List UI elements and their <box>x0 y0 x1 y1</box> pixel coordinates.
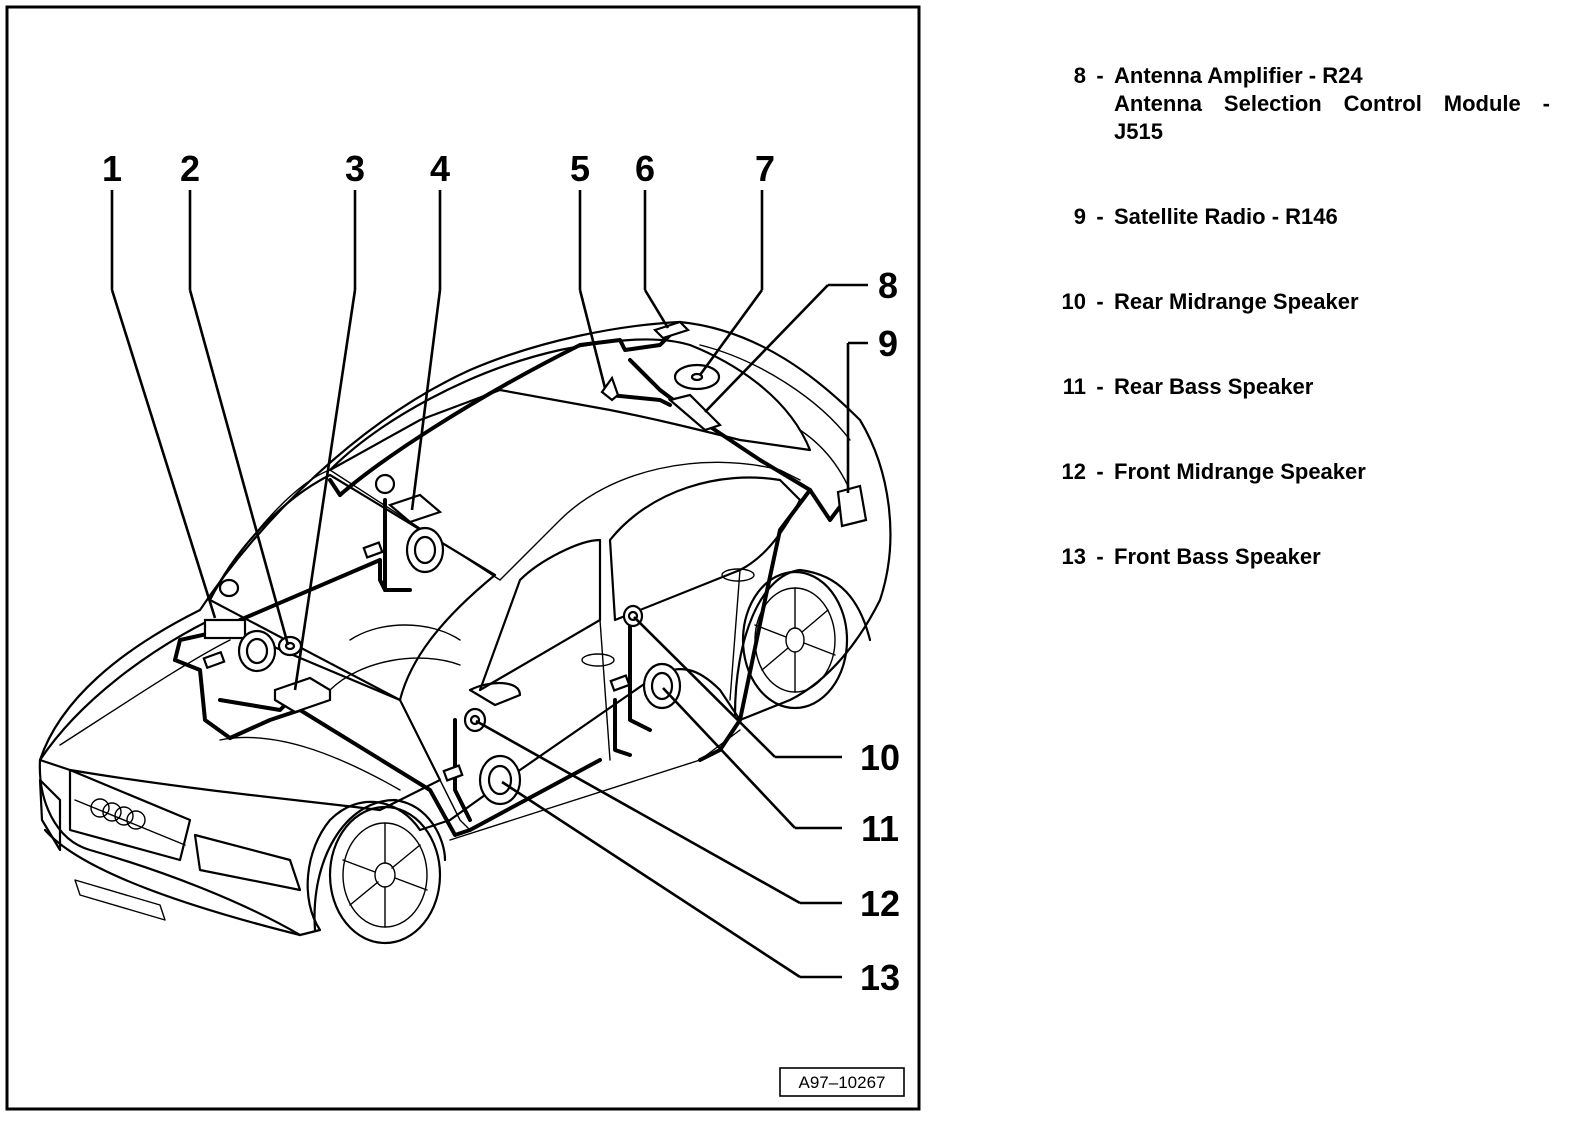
legend-text: Satellite Radio - R146 <box>1114 203 1550 231</box>
legend-text: Rear Midrange Speaker <box>1114 288 1550 316</box>
callout-8: 8 <box>878 265 898 306</box>
callout-4: 4 <box>430 148 450 189</box>
legend-separator: - <box>1096 544 1104 569</box>
reference-code: A97–10267 <box>799 1073 886 1092</box>
legend-number: 10 <box>1061 289 1086 314</box>
legend-number: 13 <box>1061 544 1086 569</box>
legend: 8 - Antenna Amplifier - R24 Antenna Sele… <box>1040 62 1550 628</box>
callout-numbers: 1 2 3 4 5 6 7 8 9 10 11 12 13 <box>102 148 900 998</box>
legend-line: Rear Midrange Speaker <box>1114 289 1359 314</box>
callout-11: 11 <box>861 808 899 849</box>
callout-12: 12 <box>860 883 900 924</box>
legend-item-13: 13 - Front Bass Speaker <box>1040 543 1550 571</box>
diagram-border <box>5 5 921 1111</box>
legend-item-12: 12 - Front Midrange Speaker <box>1040 458 1550 486</box>
legend-separator: - <box>1096 459 1104 484</box>
legend-line: Rear Bass Speaker <box>1114 374 1314 399</box>
legend-line: Front Midrange Speaker <box>1114 459 1366 484</box>
satellite-radio-box <box>836 484 868 528</box>
callout-9: 9 <box>878 323 898 364</box>
callout-6: 6 <box>635 148 655 189</box>
legend-line: J515 <box>1114 119 1163 144</box>
radio-unit <box>273 676 332 714</box>
legend-separator: - <box>1096 289 1104 314</box>
legend-line: Front Bass Speaker <box>1114 544 1321 569</box>
legend-line: Satellite Radio - R146 <box>1114 204 1338 229</box>
legend-number: 12 <box>1061 459 1086 484</box>
components <box>202 320 868 806</box>
callout-13: 13 <box>860 957 900 998</box>
reference-code-box: A97–10267 <box>779 1067 905 1097</box>
car-illustration <box>38 320 892 945</box>
legend-item-9: 9 - Satellite Radio - R146 <box>1040 203 1550 231</box>
rear-shelf-tweeter <box>374 473 396 495</box>
legend-number: 9 <box>1073 204 1086 229</box>
front-wheel <box>328 805 442 945</box>
rear-shelf-module <box>387 493 443 524</box>
callout-3: 3 <box>345 148 365 189</box>
legend-item-11: 11 - Rear Bass Speaker <box>1040 373 1550 401</box>
legend-text: Front Bass Speaker <box>1114 543 1550 571</box>
antenna-module-6 <box>652 320 691 340</box>
callout-1: 1 <box>102 148 122 189</box>
legend-separator: - <box>1096 204 1104 229</box>
legend-line: Antenna Selection Control Module - <box>1114 91 1550 116</box>
legend-separator: - <box>1096 63 1104 88</box>
legend-item-8: 8 - Antenna Amplifier - R24 Antenna Sele… <box>1040 62 1550 146</box>
legend-number: 8 <box>1073 63 1086 88</box>
roof-antenna <box>600 375 620 402</box>
callout-5: 5 <box>570 148 590 189</box>
wiring-harness <box>173 333 847 837</box>
callout-10: 10 <box>860 737 900 778</box>
front-tweeter-left <box>218 578 240 598</box>
legend-text: Front Midrange Speaker <box>1114 458 1550 486</box>
legend-line: Antenna Amplifier - R24 <box>1114 63 1363 88</box>
antenna-amplifier <box>667 393 723 432</box>
callout-2: 2 <box>180 148 200 189</box>
legend-text: Rear Bass Speaker <box>1114 373 1550 401</box>
leader-lines <box>110 190 868 979</box>
legend-text: Antenna Amplifier - R24 Antenna Selectio… <box>1114 62 1550 146</box>
four-rings-logo <box>90 798 146 830</box>
legend-number: 11 <box>1062 374 1086 399</box>
legend-separator: - <box>1096 374 1104 399</box>
legend-item-10: 10 - Rear Midrange Speaker <box>1040 288 1550 316</box>
callout-7: 7 <box>755 148 775 189</box>
component-box-1 <box>203 618 247 640</box>
